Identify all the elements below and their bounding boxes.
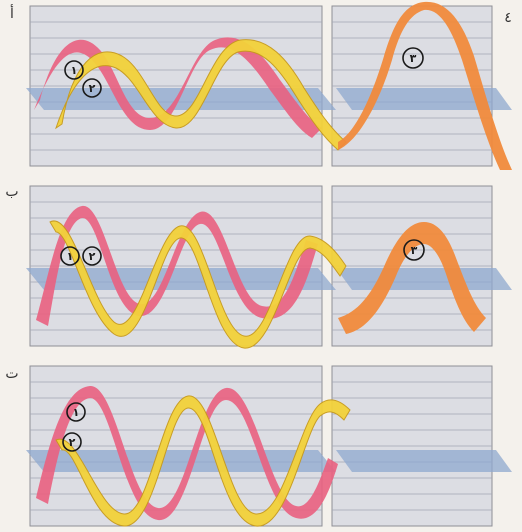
corner-label: ٤ bbox=[504, 10, 512, 26]
panel-c-plane-right bbox=[336, 450, 512, 472]
svg-text:٣: ٣ bbox=[410, 52, 417, 65]
panel-c: ١ ٢ bbox=[26, 366, 512, 526]
svg-text:٢: ٢ bbox=[69, 436, 76, 449]
svg-text:١: ١ bbox=[67, 250, 74, 263]
svg-text:١: ١ bbox=[71, 64, 78, 77]
panel-b-plane-right bbox=[336, 268, 512, 290]
panel-label-b: ب bbox=[5, 184, 18, 200]
panel-b: ١ ٢ ٣ bbox=[26, 186, 512, 348]
svg-text:٢: ٢ bbox=[89, 82, 96, 95]
panel-a: ١ ٢ ٣ bbox=[26, 2, 512, 170]
svg-text:٣: ٣ bbox=[411, 244, 418, 257]
svg-text:٢: ٢ bbox=[89, 250, 96, 263]
panel-label-c: ت bbox=[5, 366, 18, 382]
panel-label-a: أ bbox=[10, 4, 14, 22]
svg-text:١: ١ bbox=[73, 406, 80, 419]
